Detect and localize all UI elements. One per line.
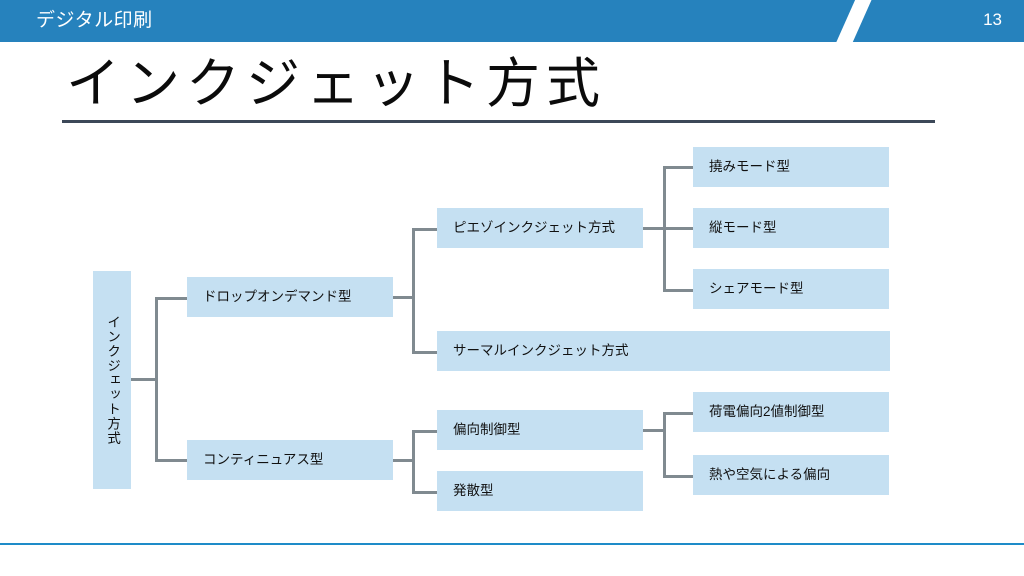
header-band: デジタル印刷 13 bbox=[0, 0, 1024, 42]
node-label: インクジェット方式 bbox=[105, 314, 121, 446]
header-title: デジタル印刷 bbox=[36, 10, 153, 31]
page-title: インクジェット方式 bbox=[66, 54, 606, 114]
node-thermal-inkjet[interactable]: サーマルインクジェット方式 bbox=[437, 331, 890, 371]
node-label: サーマルインクジェット方式 bbox=[453, 342, 629, 358]
node-label: 熱や空気による偏向 bbox=[709, 466, 831, 482]
node-label: 縦モード型 bbox=[709, 219, 777, 235]
connector-dod-stem bbox=[393, 296, 412, 299]
connector-piezo-to-vertical bbox=[663, 227, 693, 230]
connector-dod-to-thermal bbox=[412, 351, 437, 354]
footer-rule bbox=[0, 543, 1024, 545]
node-label: シェアモード型 bbox=[709, 280, 804, 296]
node-label: 撓みモード型 bbox=[709, 158, 790, 174]
connector-root-to-dod bbox=[155, 297, 187, 300]
connector-root-to-continuous bbox=[155, 459, 187, 462]
node-drop-on-demand[interactable]: ドロップオンデマンド型 bbox=[187, 277, 393, 317]
node-shear-mode[interactable]: シェアモード型 bbox=[693, 269, 889, 309]
node-deflection-control[interactable]: 偏向制御型 bbox=[437, 410, 643, 450]
connector-dod-spine bbox=[412, 228, 415, 351]
node-label: ドロップオンデマンド型 bbox=[203, 288, 352, 304]
node-vertical-mode[interactable]: 縦モード型 bbox=[693, 208, 889, 248]
connector-deflection-to-charged bbox=[663, 412, 693, 415]
node-label: コンティニュアス型 bbox=[203, 451, 324, 467]
node-divergent[interactable]: 発散型 bbox=[437, 471, 643, 511]
connector-piezo-stem bbox=[643, 227, 663, 230]
connector-piezo-to-bend bbox=[663, 166, 693, 169]
node-root-inkjet[interactable]: インクジェット方式 bbox=[93, 271, 131, 489]
connector-root-spine bbox=[155, 297, 158, 462]
connector-continuous-to-deflection bbox=[412, 430, 437, 433]
node-charged-binary-control[interactable]: 荷電偏向2値制御型 bbox=[693, 392, 889, 432]
node-label: 偏向制御型 bbox=[453, 421, 521, 437]
node-label: 発散型 bbox=[453, 482, 494, 498]
connector-deflection-to-thermal-air bbox=[663, 475, 693, 478]
node-label: 荷電偏向2値制御型 bbox=[709, 403, 825, 419]
node-heat-air-deflection[interactable]: 熱や空気による偏向 bbox=[693, 455, 889, 495]
node-piezo-inkjet[interactable]: ピエゾインクジェット方式 bbox=[437, 208, 643, 248]
connector-continuous-stem bbox=[393, 459, 412, 462]
node-label: ピエゾインクジェット方式 bbox=[453, 219, 615, 235]
page-number: 13 bbox=[983, 10, 1002, 29]
node-bend-mode[interactable]: 撓みモード型 bbox=[693, 147, 889, 187]
node-continuous[interactable]: コンティニュアス型 bbox=[187, 440, 393, 480]
connector-continuous-to-divergent bbox=[412, 491, 437, 494]
connector-deflection-spine bbox=[663, 412, 666, 475]
connector-continuous-spine bbox=[412, 430, 415, 492]
connector-piezo-to-shear bbox=[663, 289, 693, 292]
connector-deflection-stem bbox=[643, 429, 663, 432]
connector-dod-to-piezo bbox=[412, 228, 437, 231]
title-underline bbox=[62, 120, 935, 123]
connector-root-stem bbox=[131, 378, 155, 381]
